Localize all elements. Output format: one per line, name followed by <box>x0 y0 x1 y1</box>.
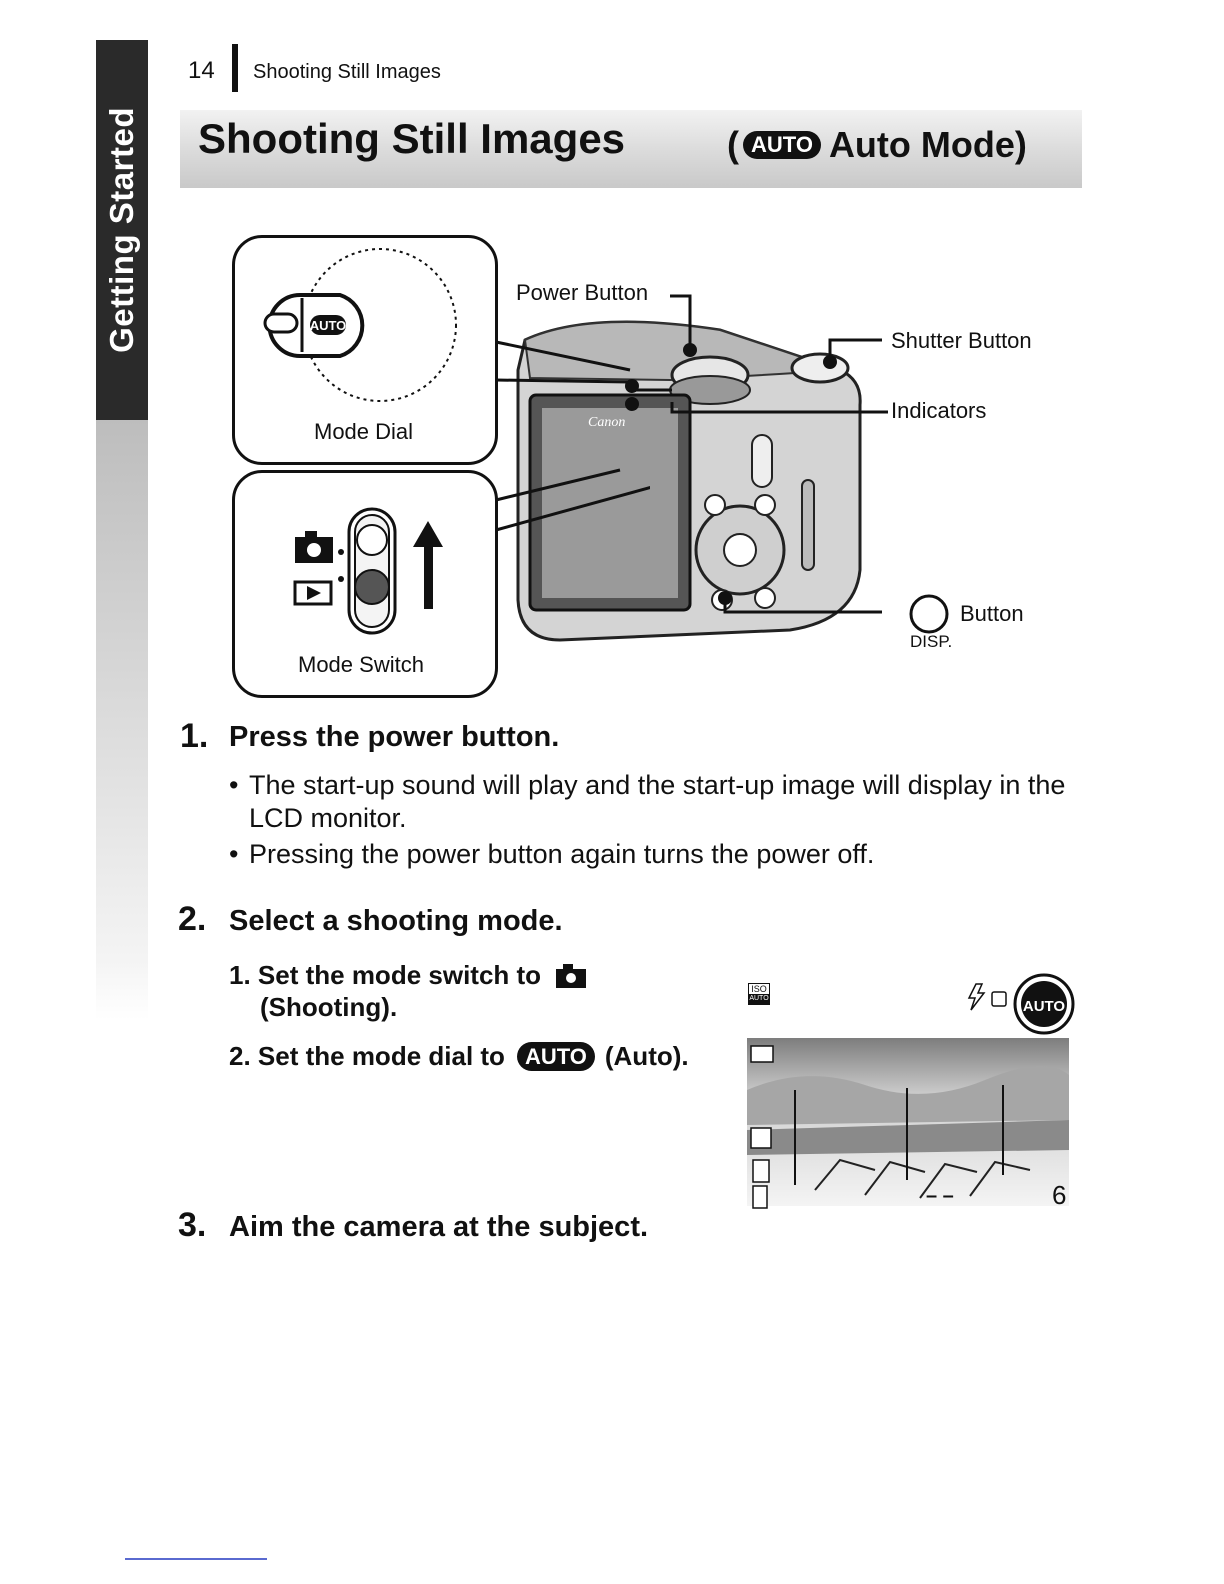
camera-brand: Canon <box>588 415 625 430</box>
substep-1: 1. Set the mode switch to <box>229 960 587 991</box>
disp-button-label: Button <box>960 601 1024 626</box>
substep-1-text: 1. Set the mode switch to <box>229 960 542 990</box>
mode-dial-icon: AUTO <box>263 248 457 402</box>
callout-lines <box>635 294 888 614</box>
indicators-label: Indicators <box>891 398 987 423</box>
iso-icon-sub: AUTO <box>749 994 769 1004</box>
side-tab <box>96 40 148 420</box>
footer-rule <box>125 1558 267 1560</box>
step-1-number: 1. <box>180 717 209 755</box>
mode-switch-label: Mode Switch <box>298 652 424 677</box>
auto-mode-icon: AUTO <box>743 130 821 160</box>
title-mode-text: Auto Mode) <box>828 124 1027 165</box>
substep-1-suffix: (Shooting). <box>260 992 398 1022</box>
mode-dial-label: Mode Dial <box>314 419 414 444</box>
camera-shooting-icon <box>556 963 587 988</box>
substep-2-suffix: (Auto). <box>604 1041 689 1071</box>
step-3-title: Aim the camera at the subject. <box>229 1211 649 1243</box>
title-open-paren: ( <box>727 124 739 165</box>
flash-auto-icon <box>967 983 1007 1011</box>
disp-button-icon <box>909 594 949 634</box>
camera-illustration: Canon <box>516 320 862 642</box>
header-divider <box>232 44 238 92</box>
step-3-number: 3. <box>178 1206 207 1244</box>
mode-dial-auto-badge: AUTO <box>310 318 347 333</box>
side-tab-label: Getting Started <box>103 107 140 353</box>
mode-switch-icon <box>293 507 443 635</box>
title-mode: ( AUTO Auto Mode) <box>727 124 1027 166</box>
step-1-bullet-1: The start-up sound will play and the sta… <box>249 770 1066 833</box>
substep-2-text: 2. Set the mode dial to <box>229 1041 505 1071</box>
page-number: 14 <box>188 57 215 84</box>
auto-mode-inline-icon: AUTO <box>516 1041 595 1072</box>
lcd-preview-scene <box>747 1038 1069 1209</box>
disp-caption: DISP. <box>910 632 953 651</box>
shutter-button-label: Shutter Button <box>891 328 1032 353</box>
lcd-shots-remaining: 6 <box>1052 1180 1067 1210</box>
header-section-title: Shooting Still Images <box>253 61 441 83</box>
power-button-label: Power Button <box>516 280 649 305</box>
lcd-dashes: – – <box>926 1185 954 1207</box>
step-2-title: Select a shooting mode. <box>229 905 563 937</box>
step-1-bullet-2: Pressing the power button again turns th… <box>249 839 875 869</box>
page-title: Shooting Still Images <box>198 115 626 162</box>
lcd-auto-badge: AUTO <box>1023 998 1066 1015</box>
bullet-dot-2: • <box>229 839 239 869</box>
side-tab-fade <box>96 420 148 1020</box>
step-1-title: Press the power button. <box>229 721 560 753</box>
bullet-dot-1: • <box>229 770 239 800</box>
substep-2: 2. Set the mode dial to AUTO (Auto). <box>229 1041 689 1072</box>
iso-icon: ISO AUTO <box>748 983 770 1005</box>
iso-icon-label: ISO <box>751 984 767 994</box>
step-2-number: 2. <box>178 900 207 938</box>
lcd-auto-mode-icon: AUTO <box>1013 973 1075 1035</box>
title-band <box>180 110 1082 188</box>
zoom-connectors <box>495 340 650 532</box>
